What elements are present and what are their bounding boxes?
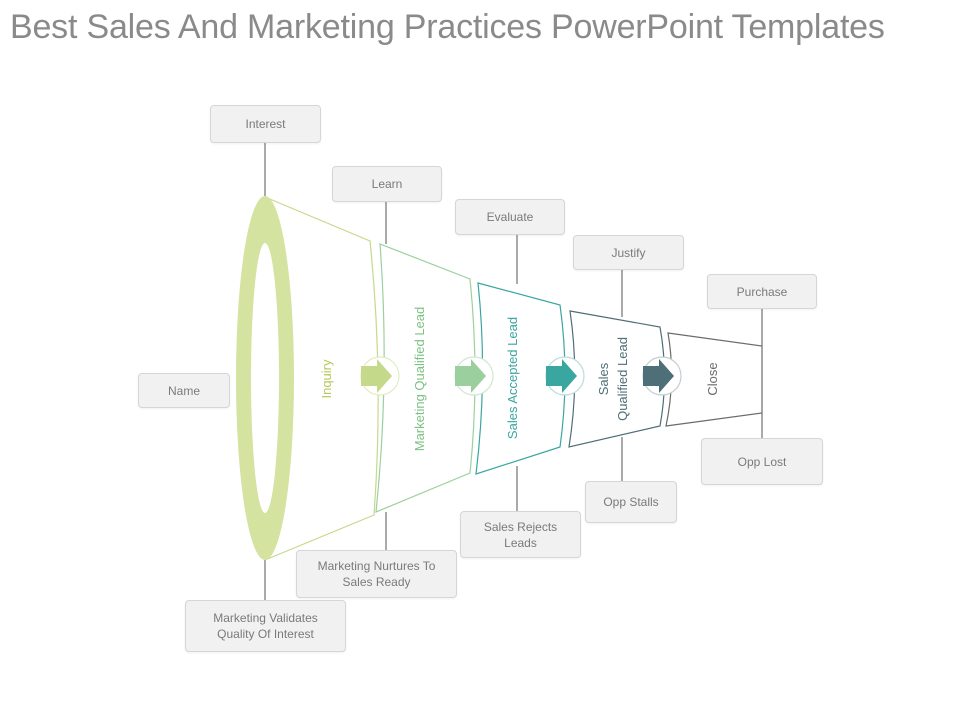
label-justify: Justify xyxy=(611,245,646,260)
label-purchase: Purchase xyxy=(736,284,788,299)
label-learn: Learn xyxy=(371,177,403,191)
stage-label-inquiry: Inquiry xyxy=(319,359,334,399)
label-box-evaluate: Evaluate xyxy=(455,199,565,235)
stage-marketing-qualified-lead: Marketing Qualified Lead xyxy=(375,243,476,513)
stage-label-sql-line1: Sales xyxy=(596,362,611,395)
arrow-right-icon xyxy=(360,356,400,396)
funnel-entry-ring xyxy=(236,196,294,560)
label-evaluate: Evaluate xyxy=(486,210,534,224)
arrow-right-icon xyxy=(545,356,585,396)
label-box-learn: Learn xyxy=(332,166,442,202)
label-box-opp-stalls: Opp Stalls xyxy=(585,481,677,523)
label-interest: Interest xyxy=(245,117,286,131)
page-title: Best Sales And Marketing Practices Power… xyxy=(10,8,885,46)
stage-label-sql-line2: Qualified Lead xyxy=(615,337,630,421)
label-marketing-nurtures: Marketing Nurtures To Sales Ready xyxy=(317,559,436,589)
label-box-interest: Interest xyxy=(210,105,321,143)
sql-segment xyxy=(568,310,666,448)
label-box-sales-rejects: Sales Rejects Leads xyxy=(460,511,581,558)
stage-label-mql: Marketing Qualified Lead xyxy=(412,307,427,452)
stage-close: Close xyxy=(665,332,763,427)
stage-sales-qualified-lead: Sales Qualified Lead xyxy=(568,310,666,448)
label-sales-rejects: Sales Rejects Leads xyxy=(483,519,558,550)
label-opp-lost: Opp Lost xyxy=(737,454,787,469)
label-marketing-validates: Marketing Validates Quality Of Interest xyxy=(213,611,318,641)
stage-sales-accepted-lead: Sales Accepted Lead xyxy=(475,282,566,475)
label-box-marketing-nurtures: Marketing Nurtures To Sales Ready xyxy=(296,550,457,598)
label-opp-stalls: Opp Stalls xyxy=(603,495,659,509)
label-box-name: Name xyxy=(138,373,230,408)
mql-segment xyxy=(375,243,476,513)
label-box-opp-lost: Opp Lost xyxy=(701,438,823,485)
label-box-marketing-validates: Marketing Validates Quality Of Interest xyxy=(185,600,346,652)
stage-inquiry: Inquiry xyxy=(236,196,379,561)
label-box-justify: Justify xyxy=(573,235,684,270)
stage-label-sal: Sales Accepted Lead xyxy=(505,317,520,439)
arrow-right-icon xyxy=(642,356,682,396)
label-name: Name xyxy=(167,383,200,398)
label-box-purchase: Purchase xyxy=(707,274,817,309)
sal-segment xyxy=(475,282,566,475)
stage-label-close: Close xyxy=(705,362,720,395)
arrow-right-icon xyxy=(454,356,494,396)
